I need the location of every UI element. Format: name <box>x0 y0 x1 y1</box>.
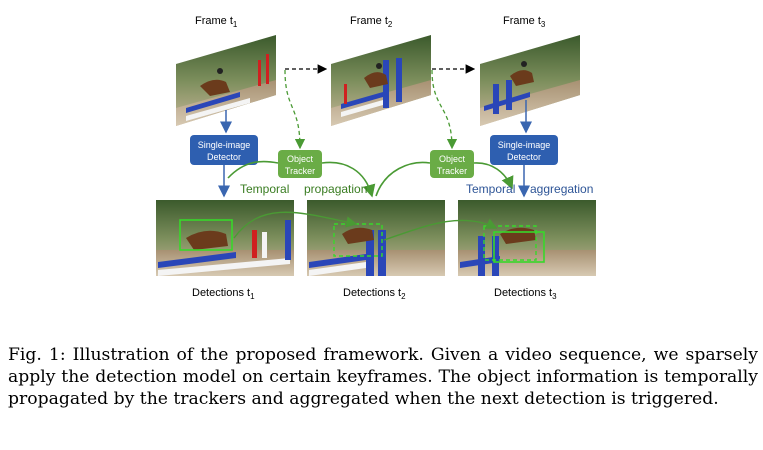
propagation-arc-1 <box>227 160 279 179</box>
tracker-input-arrow-1 <box>284 69 306 150</box>
svg-text:Object: Object <box>287 154 314 164</box>
detection-propagation-arrow-2 <box>383 218 498 241</box>
detection-label-2: Detections t2 <box>343 287 406 301</box>
detector-box-2: Single-image Detector <box>490 135 558 165</box>
frame-image-3 <box>480 35 580 126</box>
tracker-box-1: Object Tracker <box>278 150 322 178</box>
figure-caption: Fig. 1: Illustration of the proposed fra… <box>8 344 758 410</box>
framework-diagram: Frame t1 Frame t2 Frame t3 <box>156 15 596 301</box>
detection-image-1 <box>156 200 294 276</box>
svg-text:Detector: Detector <box>207 152 241 162</box>
svg-text:Single-image: Single-image <box>498 140 551 150</box>
frame-label-2: Frame t2 <box>350 15 393 29</box>
temporal-propagation-label-1: Temporal <box>240 182 289 196</box>
temporal-propagation-label-2: propagation <box>304 182 367 196</box>
svg-text:Tracker: Tracker <box>285 166 315 176</box>
propagation-arc-3 <box>375 161 431 197</box>
frame-image-1 <box>176 35 276 126</box>
caption-text: Illustration of the proposed framework. … <box>8 345 759 409</box>
aggregated-bbox-solid <box>493 231 545 263</box>
propagation-arc-4 <box>473 162 514 190</box>
detector-box-1: Single-image Detector <box>190 135 258 165</box>
tracker-box-2: Object Tracker <box>430 150 474 178</box>
tracker-input-arrow-2 <box>431 69 458 150</box>
temporal-aggregation-label-2: aggregation <box>530 182 593 196</box>
detection-image-3 <box>458 200 596 276</box>
propagation-arc-2 <box>321 161 376 198</box>
detection-label-1: Detections t1 <box>192 287 255 301</box>
aggregated-bbox-dashed <box>483 225 537 261</box>
frame-label-3: Frame t3 <box>503 15 546 29</box>
propagated-bbox <box>333 223 383 257</box>
detection-label-3: Detections t3 <box>494 287 557 301</box>
svg-text:Tracker: Tracker <box>437 166 467 176</box>
temporal-aggregation-label-1: Temporal <box>466 182 515 196</box>
detection-propagation-arrow-1 <box>233 211 358 239</box>
svg-text:Object: Object <box>439 154 466 164</box>
frame-label-1: Frame t1 <box>195 15 238 29</box>
svg-text:Detector: Detector <box>507 152 541 162</box>
detection-bbox <box>179 219 233 251</box>
frame-image-2 <box>331 35 431 126</box>
svg-text:Single-image: Single-image <box>198 140 251 150</box>
caption-prefix: Fig. 1: <box>8 345 66 365</box>
detection-image-2 <box>307 200 445 276</box>
